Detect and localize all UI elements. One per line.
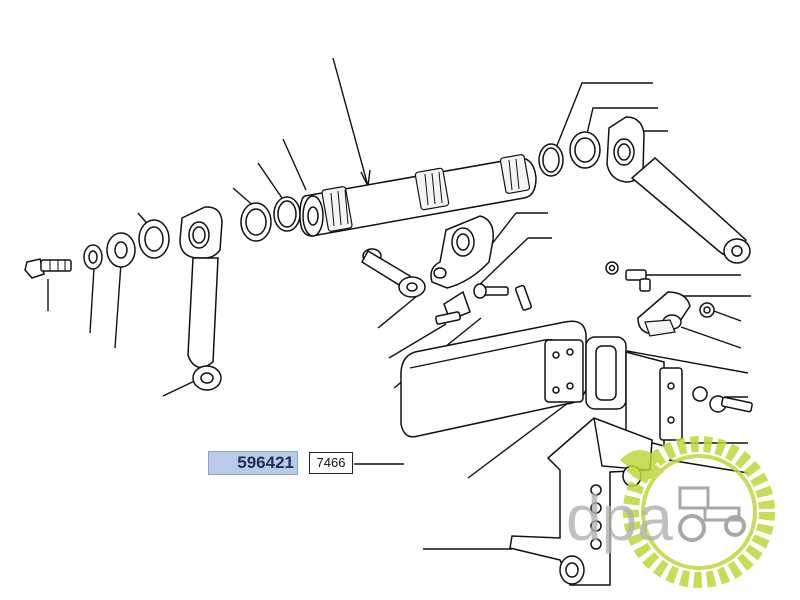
- pin-right: [637, 291, 691, 337]
- grease-fitting: [625, 269, 651, 292]
- o-ring-right: [538, 143, 564, 177]
- tractor-icon: [678, 486, 746, 542]
- link-block: [585, 336, 627, 410]
- flat-washer: [106, 232, 136, 268]
- leader-lines: [47, 57, 751, 550]
- reference-code-box: 7466: [309, 452, 353, 474]
- small-washer-right: [605, 261, 619, 275]
- center-clamp: [430, 215, 494, 289]
- part-number-label[interactable]: 596421: [208, 451, 298, 475]
- watermark-logo: [620, 436, 775, 588]
- plate-pin: [435, 290, 471, 325]
- bolt-left: [24, 258, 72, 279]
- o-ring-left: [273, 196, 301, 232]
- nut-right: [699, 302, 715, 318]
- watermark-text: dpa: [566, 482, 673, 554]
- lift-arm-left: [179, 206, 223, 391]
- bushing-left: [240, 202, 272, 242]
- lift-arm-right: [606, 116, 751, 264]
- bolt-right: [692, 386, 753, 413]
- clevis-pin: [361, 248, 426, 298]
- splined-shaft: [299, 154, 537, 237]
- splined-washer: [138, 219, 170, 259]
- bushing-right: [569, 131, 601, 169]
- small-bolt-center: [473, 283, 532, 311]
- leaf-mark: [620, 450, 664, 480]
- check-strap: [400, 320, 587, 438]
- bracket-plate: [625, 351, 683, 447]
- lock-nut: [83, 244, 103, 270]
